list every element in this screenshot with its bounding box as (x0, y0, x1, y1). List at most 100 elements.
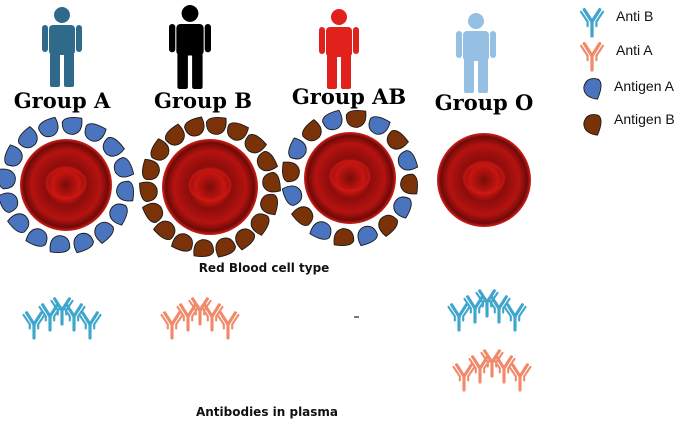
antigen-b-icon (583, 114, 602, 136)
antigen-a-icon (73, 232, 94, 254)
antigen-a-icon (84, 123, 107, 142)
antigen-b-icon (333, 228, 355, 246)
antibody-cluster-anti-b (446, 289, 528, 332)
plasma-antibodies (21, 289, 533, 392)
antigen-b-icon (386, 130, 409, 150)
antigen-a-icon (368, 116, 391, 135)
red-blood-cell (304, 132, 396, 224)
antigen-b-icon (250, 213, 270, 236)
antigen-a-icon (49, 235, 71, 253)
person-icon-2 (169, 5, 211, 90)
antigen-a-icon (113, 157, 135, 178)
anti-a-icon (579, 41, 605, 72)
rbc-group-4 (437, 133, 531, 227)
group-ab-title: Group AB (292, 84, 406, 109)
antigen-a-icon (94, 221, 114, 244)
anti-a-icon (215, 311, 241, 340)
antibody-cluster-anti-b (21, 297, 103, 340)
antigen-a-icon (7, 213, 30, 233)
anti-b-icon (446, 303, 472, 332)
anti-a-icon (507, 363, 533, 392)
antigen-b-icon (227, 122, 249, 141)
anti-b-icon (21, 311, 47, 340)
antigen-b-icon (291, 206, 314, 226)
antigen-b-icon (205, 117, 227, 135)
antigen-b-icon (345, 110, 367, 128)
legend-antigen-a: Antigen A (583, 78, 675, 100)
red-blood-cell (437, 133, 531, 227)
antigen-a-icon (102, 137, 125, 157)
legend-anti-b: Anti B (579, 7, 653, 38)
antigen-a-icon (0, 168, 16, 190)
anti-b-icon (77, 311, 103, 340)
antigen-b-icon (260, 193, 279, 216)
legend: Anti B Anti A Antigen A Antigen B (579, 7, 675, 136)
antigen-b-icon (400, 173, 418, 195)
legend-antigen-b-label: Antigen B (614, 111, 675, 127)
antigen-a-icon (0, 192, 19, 213)
antigen-a-icon (583, 78, 602, 100)
rbc-group-2 (139, 116, 281, 258)
antigen-a-icon (109, 203, 128, 226)
antigen-b-icon (139, 181, 158, 203)
antigen-b-icon (184, 116, 205, 137)
group-a-title: Group A (14, 88, 111, 113)
legend-anti-a-label: Anti A (616, 42, 653, 58)
antigen-b-icon (150, 138, 170, 161)
plasma-antibodies-caption: Antibodies in plasma (196, 405, 338, 419)
legend-anti-a: Anti A (579, 41, 653, 72)
antigen-a-icon (288, 137, 307, 160)
antigen-b-icon (141, 202, 164, 223)
rbc-type-caption: Red Blood cell type (199, 261, 330, 275)
antigen-b-icon (193, 239, 215, 257)
antigen-b-icon (302, 119, 322, 142)
antigen-a-icon (393, 196, 412, 219)
antigen-b-icon (141, 158, 160, 181)
antigen-a-icon (583, 78, 602, 100)
antigen-a-icon (116, 180, 134, 202)
antigen-a-icon (18, 126, 38, 149)
antigen-a-icon (397, 150, 419, 171)
antigen-a-icon (61, 117, 83, 135)
anti-b-icon (502, 303, 528, 332)
antigen-a-icon (281, 185, 303, 206)
antigen-a-icon (309, 221, 332, 240)
red-blood-cell (20, 139, 112, 231)
antigen-a-icon (25, 228, 48, 247)
person-icon-1 (42, 7, 82, 87)
rbc-group-3 (281, 109, 419, 247)
antibody-cluster-anti-a (451, 349, 533, 392)
group-o-title: Group O (435, 90, 534, 115)
antigen-b-icon (244, 133, 267, 154)
antigen-a-icon (322, 109, 343, 131)
antigen-b-icon (215, 237, 236, 258)
person-icons (42, 5, 496, 93)
antigen-a-icon (38, 116, 59, 138)
anti-a-icon (451, 363, 477, 392)
legend-antigen-a-label: Antigen A (614, 78, 675, 94)
anti-a-icon (159, 311, 185, 340)
antigen-b-icon (583, 114, 602, 136)
antigen-b-icon (164, 123, 185, 146)
group-b-title: Group B (154, 88, 252, 113)
antigen-b-icon (282, 161, 300, 183)
person-icon-3 (319, 9, 359, 89)
antigen-b-icon (153, 220, 176, 241)
legend-anti-b-label: Anti B (616, 8, 653, 24)
anti-b-icon (579, 7, 605, 38)
rbc-group-1 (0, 116, 135, 254)
person-icon-4 (456, 13, 496, 93)
antigen-b-icon (235, 228, 256, 251)
red-blood-cell (162, 139, 258, 235)
antigen-b-icon (171, 233, 193, 252)
anti-b-icon (579, 7, 605, 38)
antigen-a-icon (4, 144, 23, 167)
anti-a-icon (579, 41, 605, 72)
antigen-b-icon (262, 171, 281, 193)
antibody-cluster-anti-a (159, 297, 241, 340)
red-blood-cells (0, 109, 531, 258)
antigen-a-icon (357, 225, 378, 247)
antigen-b-icon (256, 151, 279, 172)
antigen-b-icon (378, 214, 398, 237)
